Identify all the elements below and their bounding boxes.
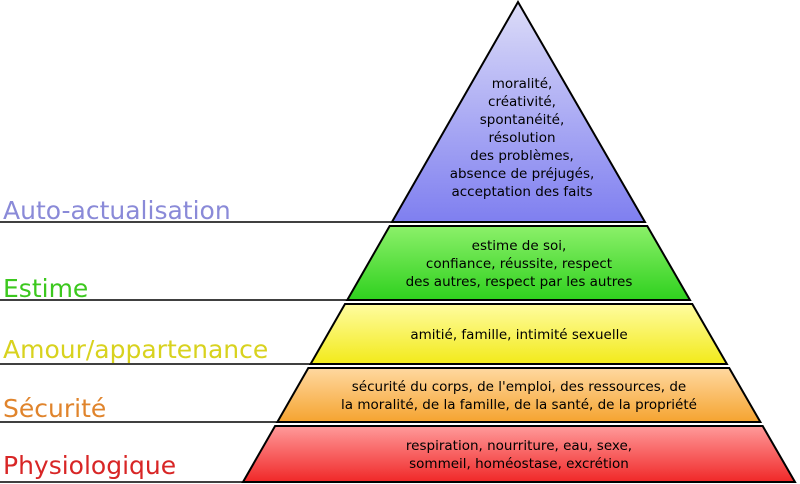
tier-text-auto-actualisation: moralité, créativité, spontanéité, résoluti… — [450, 76, 595, 200]
tier-line: moralité, — [492, 76, 553, 92]
tier-line: des problèmes, — [470, 148, 574, 164]
tier-line: résolution — [488, 130, 555, 146]
tier-text-estime: estime de soi, confiance, réussite, respe… — [406, 238, 633, 290]
tier-auto-actualisation — [390, 0, 647, 223]
tier-line: estime de soi, — [472, 238, 567, 254]
tier-line: absence de préjugés, — [450, 166, 595, 182]
tier-line: confiance, réussite, respect — [426, 256, 612, 272]
tier-line: sécurité du corps, de l'emploi, des ress… — [352, 379, 686, 395]
level-label-physiologique: Physiologique — [3, 451, 176, 480]
level-label-auto-actualisation: Auto-actualisation — [3, 196, 231, 225]
tier-line: spontanéité, — [480, 112, 565, 128]
tier-text-securite: sécurité du corps, de l'emploi, des ress… — [341, 379, 697, 413]
tier-estime — [345, 225, 692, 301]
level-label-estime: Estime — [3, 274, 88, 303]
tier-line: amitié, famille, intimité sexuelle — [410, 327, 627, 343]
tier-physiologique — [241, 425, 797, 483]
tier-line: sommeil, homéostase, excrétion — [409, 456, 629, 472]
tier-line: des autres, respect par les autres — [406, 274, 633, 290]
tier-line: créativité, — [488, 94, 556, 110]
level-label-amour-appartenance: Amour/appartenance — [3, 335, 268, 364]
tier-line: la moralité, de la famille, de la santé,… — [341, 397, 697, 413]
tier-securite — [275, 367, 763, 423]
tier-line: respiration, nourriture, eau, sexe, — [406, 438, 632, 454]
tier-line: acceptation des faits — [451, 184, 592, 200]
tier-text-physiologique: respiration, nourriture, eau, sexe, somme… — [406, 438, 632, 472]
level-label-securite: Sécurité — [3, 394, 106, 423]
tier-amour-appartenance — [308, 303, 729, 365]
tier-text-amour-appartenance: amitié, famille, intimité sexuelle — [410, 327, 627, 343]
